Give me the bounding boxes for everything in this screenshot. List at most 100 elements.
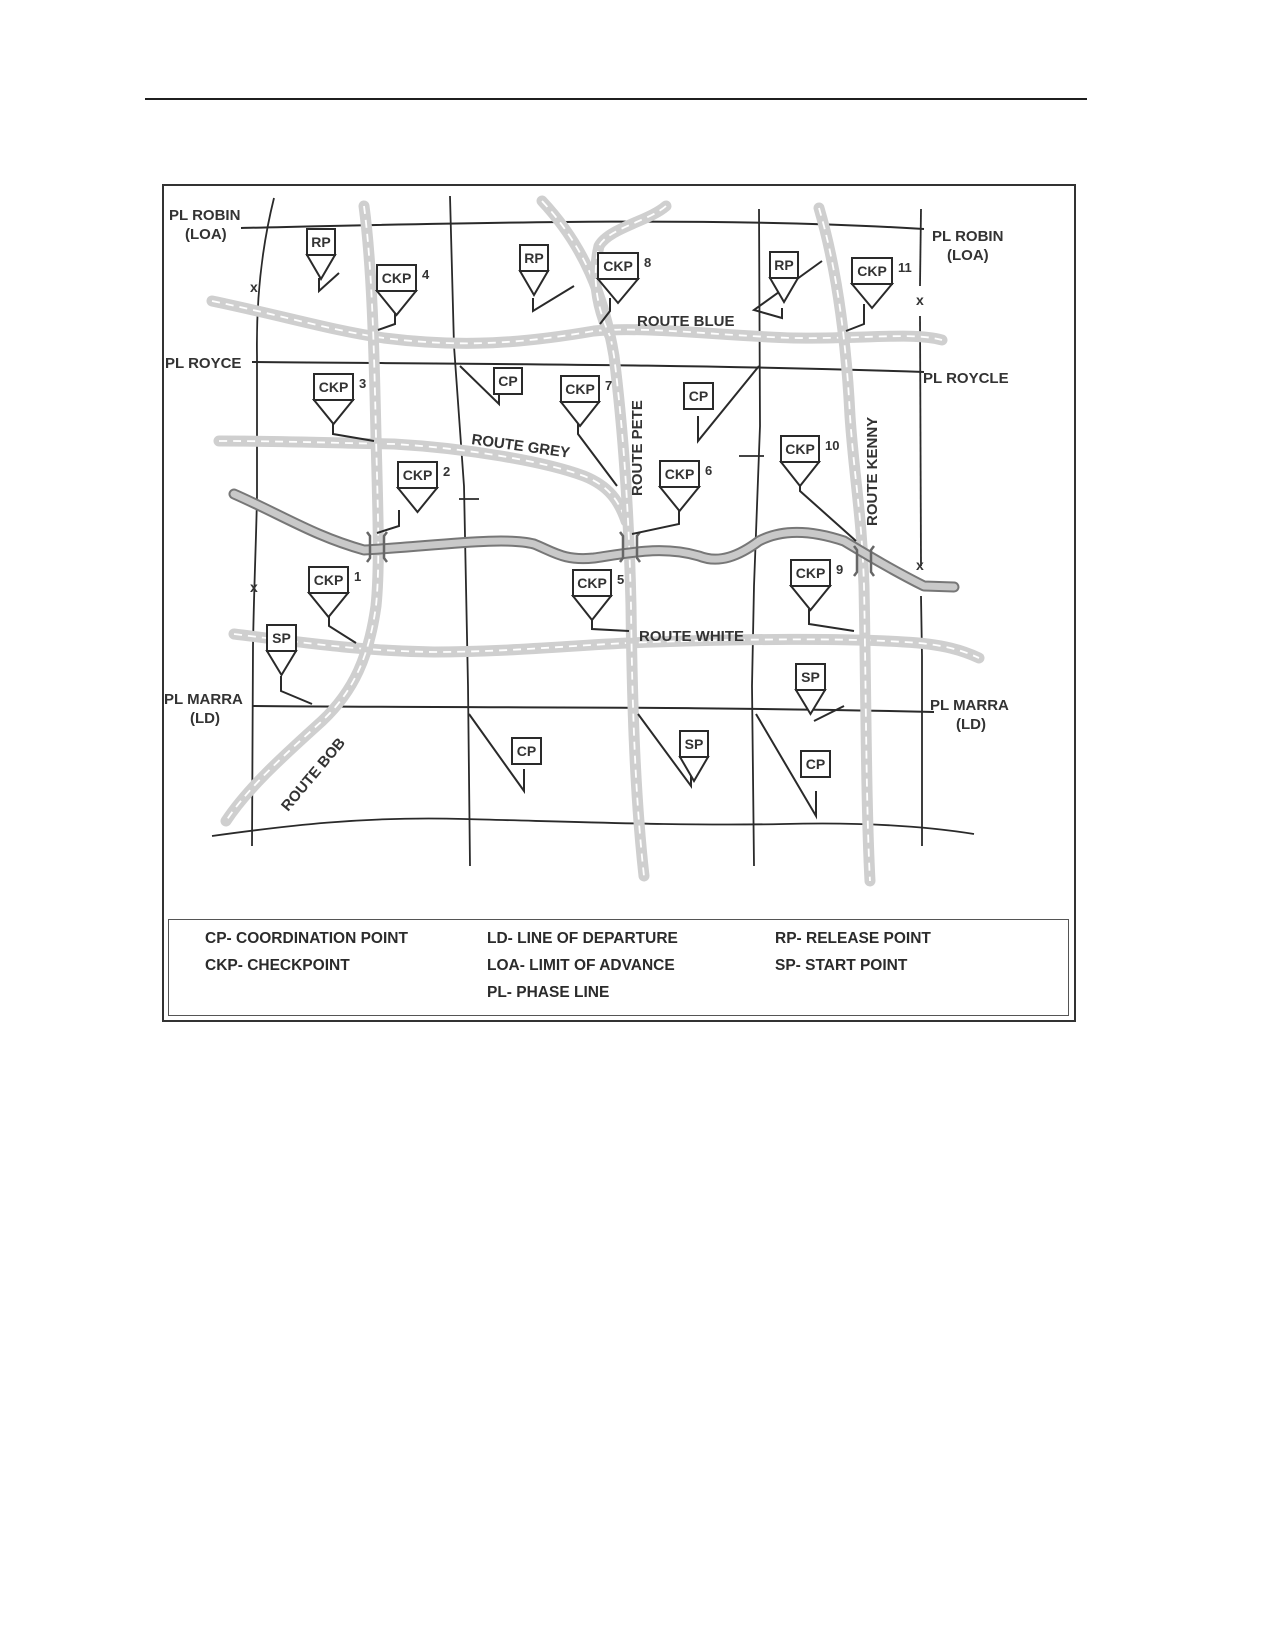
page-header-rule <box>145 98 1087 100</box>
ckp-symbol-box <box>851 257 893 285</box>
ckp-symbol-label: CKP <box>382 270 412 286</box>
leader-line <box>631 506 680 535</box>
rp-symbol-box <box>519 244 549 272</box>
ckp-symbol-box <box>313 373 354 401</box>
route-bob <box>220 200 384 827</box>
pl-royce-left-label: PL ROYCE <box>165 355 241 372</box>
rp-symbol: RP <box>768 251 800 304</box>
ckp-symbol-label: CKP <box>319 379 349 395</box>
ckp-symbol-box <box>308 566 349 594</box>
sp-symbol: SP <box>794 663 827 716</box>
leader-line <box>845 304 865 332</box>
checkpoint-number: 6 <box>705 463 712 478</box>
ckp-symbol-box <box>790 559 831 587</box>
ckp-symbol-label: CKP <box>857 263 887 279</box>
grid-line <box>920 595 923 846</box>
rp-symbol-label: RP <box>524 250 543 266</box>
cp-symbol-box <box>511 737 542 765</box>
leader-line <box>599 298 611 325</box>
route-pete-dashes <box>541 200 645 877</box>
sp-symbol: SP <box>678 730 710 783</box>
rp-symbol-pointer <box>305 254 337 281</box>
cp-symbol-box <box>493 367 523 395</box>
leader-line <box>328 611 357 644</box>
ckp-symbol: CKP 5 <box>570 569 624 622</box>
cp-symbol-box <box>683 382 714 410</box>
cp-line <box>697 365 760 444</box>
bridge-kenny <box>853 545 875 577</box>
pl-robin-left-sub: (LOA) <box>185 226 227 243</box>
cp-symbol: CP <box>511 737 542 765</box>
cp-symbol: CP <box>800 750 831 778</box>
ckp-symbol-pointer <box>311 399 356 426</box>
route-grey-dashes <box>218 440 627 522</box>
rp-symbol: RP <box>518 244 550 297</box>
ckp-symbol-label: CKP <box>314 572 344 588</box>
leader-line <box>591 613 630 632</box>
pl-robin-right-label: PL ROBIN <box>932 228 1003 245</box>
boundary-marker: x <box>916 292 924 308</box>
ckp-symbol-box <box>397 461 438 489</box>
rp-symbol-label: RP <box>774 257 793 273</box>
rp-symbol-box <box>769 251 799 279</box>
cp-symbol-label: CP <box>517 743 536 759</box>
river <box>228 488 960 593</box>
cp-symbol-label: CP <box>689 388 708 404</box>
ckp-symbol: CKP 4 <box>374 264 430 317</box>
route-white-label: ROUTE WHITE <box>639 628 744 645</box>
cp-line <box>459 365 500 407</box>
route-pete-branch-dashes <box>594 205 667 337</box>
ckp-symbol-box <box>560 375 600 403</box>
bridge-pete <box>619 531 641 563</box>
legend-cp: CP- COORDINATION POINT <box>205 930 408 947</box>
ckp-symbol-label: CKP <box>577 575 607 591</box>
sp-symbol-label: SP <box>685 736 704 752</box>
rp-symbol-pointer <box>768 277 800 304</box>
leader-line <box>376 510 400 534</box>
route-kenny-label: ROUTE KENNY <box>864 417 881 526</box>
cp-symbol: CP <box>493 367 523 395</box>
grid-line <box>919 315 922 567</box>
checkpoint-number: 8 <box>644 255 651 270</box>
rp-symbol-box <box>306 228 336 256</box>
route-kenny-dashes <box>818 207 871 882</box>
ckp-symbol-box <box>376 264 417 292</box>
legend-ld: LD- LINE OF DEPARTURE <box>487 930 678 947</box>
sp-symbol-box <box>679 730 709 758</box>
grid-line <box>919 208 922 287</box>
sp-symbol-label: SP <box>272 630 291 646</box>
grid-line <box>211 817 975 837</box>
ckp-symbol-pointer <box>395 487 440 514</box>
river-water <box>230 490 958 591</box>
boundary-marker: x <box>916 557 924 573</box>
boundary-marker: x <box>250 279 258 295</box>
cp-symbol: CP <box>683 382 714 410</box>
leader-line <box>318 272 340 294</box>
legend-ckp: CKP- CHECKPOINT <box>205 957 350 974</box>
checkpoint-number: 5 <box>617 572 624 587</box>
pl-marra-left-sub: (LD) <box>190 710 220 727</box>
coordination-point-lines <box>459 365 845 820</box>
leader-line <box>280 676 313 705</box>
phase-lines <box>240 220 935 713</box>
bridge-bob <box>366 531 388 563</box>
pl-marra-right-sub: (LD) <box>956 716 986 733</box>
checkpoint-number: 10 <box>825 438 839 453</box>
ckp-symbol-box <box>780 435 820 463</box>
rp-symbol: RP <box>305 228 337 281</box>
legend-rp: RP- RELEASE POINT <box>775 930 931 947</box>
route-blue-label: ROUTE BLUE <box>637 313 735 330</box>
leader-line <box>808 609 855 632</box>
ckp-symbol-pointer <box>306 592 351 619</box>
pl-robin-right-sub: (LOA) <box>947 247 989 264</box>
checkpoint-number: 9 <box>836 562 843 577</box>
checkpoint-number: 4 <box>422 267 430 282</box>
cp-line <box>468 713 525 795</box>
map-legend: CP- COORDINATION POINT CKP- CHECKPOINT L… <box>168 919 1069 1016</box>
